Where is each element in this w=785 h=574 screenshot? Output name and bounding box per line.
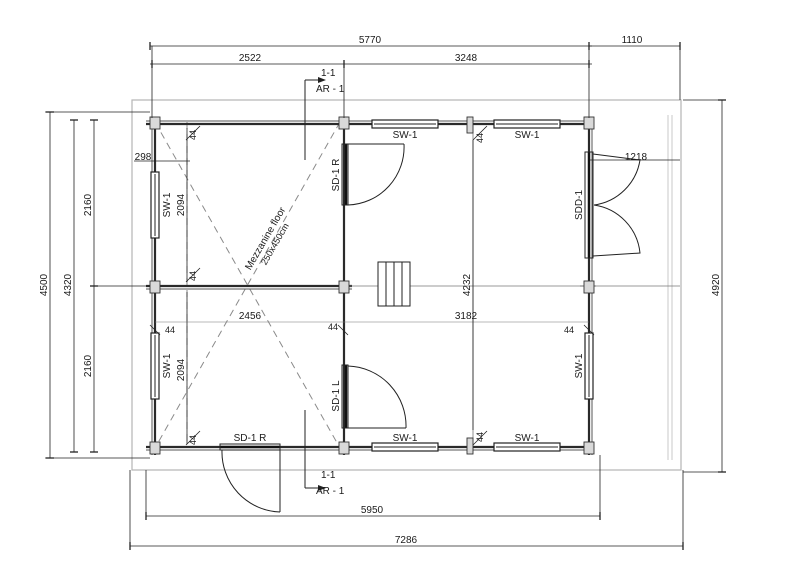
svg-text:SD-1 R: SD-1 R	[234, 433, 267, 444]
svg-text:1110: 1110	[622, 35, 643, 46]
svg-text:44: 44	[188, 130, 198, 140]
window-top-1: SW-1	[371, 119, 439, 141]
svg-text:2160: 2160	[83, 354, 94, 377]
svg-text:44: 44	[165, 325, 175, 335]
svg-text:1-1: 1-1	[321, 470, 336, 481]
dim-top-right: 1110	[589, 35, 681, 100]
svg-text:4920: 4920	[711, 273, 722, 296]
svg-text:4320: 4320	[63, 273, 74, 296]
svg-text:1218: 1218	[625, 152, 648, 163]
dim-mid-row: 2456 3182	[239, 311, 478, 322]
svg-text:4232: 4232	[462, 273, 473, 296]
dim-left-split: 2160 2160	[83, 119, 150, 453]
dim-left-outer: 4500	[39, 111, 150, 459]
door-sdd1-double: SDD-1	[574, 151, 680, 259]
svg-text:SDD-1: SDD-1	[574, 190, 585, 220]
roof-outline	[131, 99, 682, 471]
svg-text:3248: 3248	[455, 53, 478, 64]
window-left-upper: SW-1	[150, 171, 173, 239]
stairs	[377, 261, 411, 307]
svg-text:1-1: 1-1	[321, 68, 336, 79]
svg-text:44: 44	[475, 432, 485, 442]
dim-top-total: 5770	[149, 35, 592, 118]
svg-text:4500: 4500	[39, 273, 50, 296]
svg-text:5770: 5770	[359, 35, 382, 46]
svg-text:SW-1: SW-1	[162, 192, 173, 217]
svg-text:SD-1 L: SD-1 L	[331, 380, 342, 412]
dim-left-mid: 4320	[63, 119, 78, 453]
dim-bottom-total: 7286	[129, 470, 684, 550]
section-mark-top: 1-1 AR - 1	[304, 68, 345, 160]
dim-left-offset: 298	[134, 152, 190, 163]
svg-text:44: 44	[475, 133, 485, 143]
svg-text:SD-1 R: SD-1 R	[331, 159, 342, 192]
door-sd1r-bottom: SD-1 R	[219, 433, 281, 513]
window-bottom-2: SW-1	[493, 433, 561, 452]
svg-text:298: 298	[135, 152, 152, 163]
window-bottom-1: SW-1	[371, 433, 439, 452]
wall-thickness-marks: 44 44 44 44 44 44 44 44	[149, 125, 595, 446]
dim-top-parts: 2522 3248	[150, 46, 592, 118]
svg-text:5950: 5950	[361, 505, 384, 516]
window-right-lower: SW-1	[574, 332, 594, 400]
dim-bottom-inner: 5950	[145, 455, 601, 520]
svg-text:44: 44	[328, 322, 338, 332]
door-sd1r-upper: SD-1 R	[331, 143, 405, 206]
mezzanine-label: Mezzanine floor 250x450cm	[243, 205, 290, 272]
svg-text:44: 44	[188, 435, 198, 445]
svg-text:2094: 2094	[176, 358, 187, 381]
svg-text:SW-1: SW-1	[574, 353, 585, 378]
svg-text:SW-1: SW-1	[515, 130, 540, 141]
svg-text:AR - 1: AR - 1	[316, 486, 345, 497]
window-top-2: SW-1	[493, 119, 561, 141]
svg-text:AR - 1: AR - 1	[316, 84, 345, 95]
dim-center-height: 4232	[462, 140, 474, 430]
svg-text:7286: 7286	[395, 535, 418, 546]
svg-text:SW-1: SW-1	[393, 130, 418, 141]
dim-inner-heights: 2094 2094	[176, 128, 188, 444]
svg-text:2522: 2522	[239, 53, 262, 64]
dim-porch-width: 1218	[625, 152, 648, 163]
dim-right-outer: 4920	[683, 99, 726, 473]
walls	[146, 118, 680, 455]
svg-text:44: 44	[188, 271, 198, 281]
door-sd1l-lower: SD-1 L	[331, 364, 407, 429]
svg-text:2456: 2456	[239, 311, 262, 322]
svg-text:3182: 3182	[455, 311, 478, 322]
posts	[149, 116, 595, 455]
svg-text:SW-1: SW-1	[393, 433, 418, 444]
svg-text:SW-1: SW-1	[515, 433, 540, 444]
svg-text:SW-1: SW-1	[162, 353, 173, 378]
svg-text:44: 44	[564, 325, 574, 335]
section-mark-bottom: 1-1 AR - 1	[304, 410, 345, 497]
window-left-lower: SW-1	[150, 332, 173, 400]
svg-text:2094: 2094	[176, 193, 187, 216]
svg-text:2160: 2160	[83, 193, 94, 216]
